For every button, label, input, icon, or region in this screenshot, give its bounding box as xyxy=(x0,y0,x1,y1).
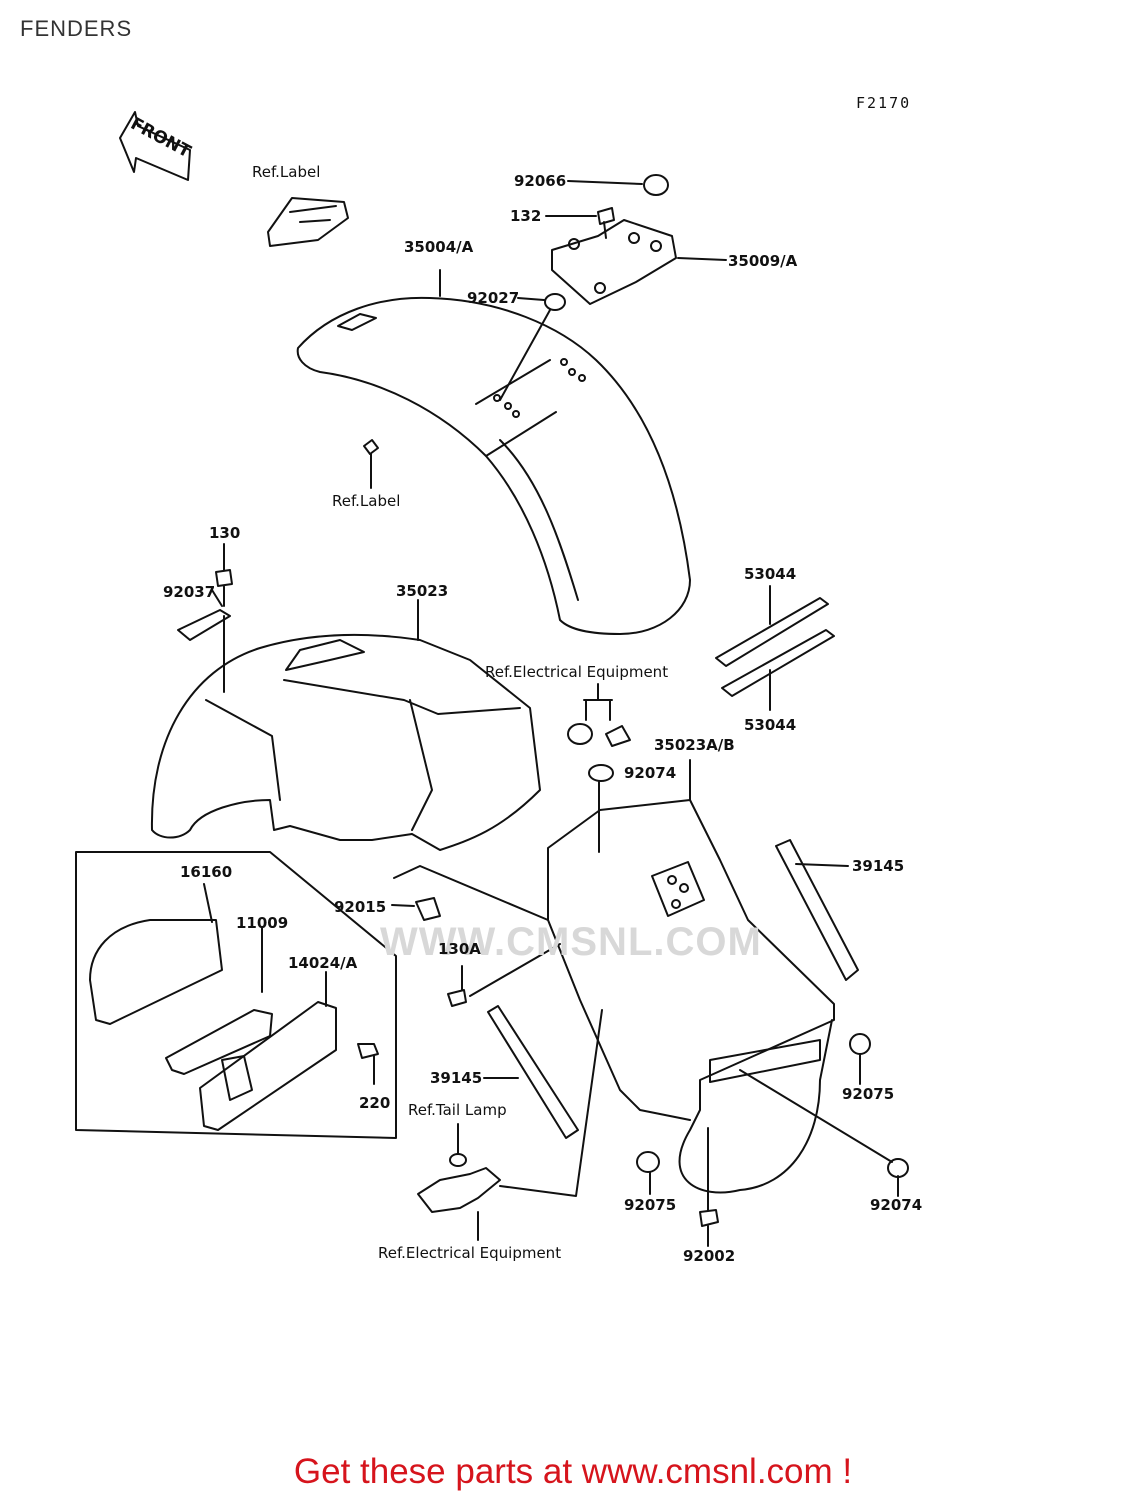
part-label-92074-bottom: 92074 xyxy=(870,1196,923,1214)
part-label-35023: 35023 xyxy=(396,582,449,600)
tail-lamp-box xyxy=(75,851,397,1139)
part-label-92074-top: 92074 xyxy=(624,764,677,782)
part-label-14024: 14024/A xyxy=(288,954,358,972)
part-label-39145-left: 39145 xyxy=(430,1069,483,1087)
screw-220 xyxy=(357,1043,379,1059)
part-label-130: 130 xyxy=(209,524,241,542)
bolt-130 xyxy=(215,569,233,607)
ref-electrical-bottom: Ref.Electrical Equipment xyxy=(378,1244,562,1262)
part-label-39145-right: 39145 xyxy=(852,857,905,875)
part-label-16160: 16160 xyxy=(180,863,233,881)
part-label-92037: 92037 xyxy=(163,583,216,601)
rear-fender-35023 xyxy=(150,633,541,851)
ref-label-sticker xyxy=(267,197,349,247)
front-fender-35004 xyxy=(296,296,691,635)
ref-label-mid: Ref.Label xyxy=(332,492,401,510)
cap-92074-top xyxy=(588,764,614,782)
plate-92037 xyxy=(177,609,231,641)
bolt-92002 xyxy=(699,1209,719,1227)
ref-label-top: Ref.Label xyxy=(252,163,321,181)
washer-92027 xyxy=(544,293,566,311)
part-label-132: 132 xyxy=(510,207,542,225)
part-label-53044-top: 53044 xyxy=(744,565,797,583)
footer-link[interactable]: Get these parts at www.cmsnl.com ! xyxy=(293,1452,853,1491)
cap-92075-bottom xyxy=(636,1151,660,1173)
part-label-35009: 35009/A xyxy=(728,252,798,270)
part-label-35004: 35004/A xyxy=(404,238,474,256)
part-label-92075-bottom: 92075 xyxy=(624,1196,677,1214)
part-label-220: 220 xyxy=(359,1094,391,1112)
figure-code: F2170 xyxy=(856,94,912,112)
side-rail-39145-right xyxy=(775,839,859,981)
part-label-11009: 11009 xyxy=(236,914,289,932)
lens-16160 xyxy=(89,919,223,1025)
part-label-92015: 92015 xyxy=(334,898,387,916)
part-label-92027: 92027 xyxy=(467,289,520,307)
tail-lamp-bracket xyxy=(417,1167,501,1213)
side-rail-39145-left xyxy=(487,1005,579,1139)
part-label-92066: 92066 xyxy=(514,172,567,190)
rail-53044-top xyxy=(715,597,829,667)
rail-53044-bottom xyxy=(721,629,835,697)
cap-92075-right xyxy=(849,1033,871,1055)
bracket-35009 xyxy=(551,219,677,305)
page-title: FENDERS xyxy=(20,16,133,41)
cap-92066 xyxy=(643,174,669,196)
watermark: WWW.CMSNL.COM xyxy=(380,920,762,964)
part-label-35023ab: 35023A/B xyxy=(654,736,735,754)
part-label-92002: 92002 xyxy=(683,1247,736,1265)
bolt-130a xyxy=(447,989,467,1007)
front-arrow-icon xyxy=(119,111,191,181)
grommet-92015 xyxy=(415,897,441,921)
part-label-130a: 130A xyxy=(438,940,481,958)
bolt-132 xyxy=(597,207,615,239)
part-label-53044-bottom: 53044 xyxy=(744,716,797,734)
ref-tail-lamp: Ref.Tail Lamp xyxy=(408,1101,507,1119)
cover-14024 xyxy=(199,1001,337,1131)
part-label-92075-right: 92075 xyxy=(842,1085,895,1103)
gasket-11009 xyxy=(165,1009,273,1075)
inner-fender-35023ab xyxy=(547,799,835,1194)
ref-electrical-top: Ref.Electrical Equipment xyxy=(485,663,669,681)
